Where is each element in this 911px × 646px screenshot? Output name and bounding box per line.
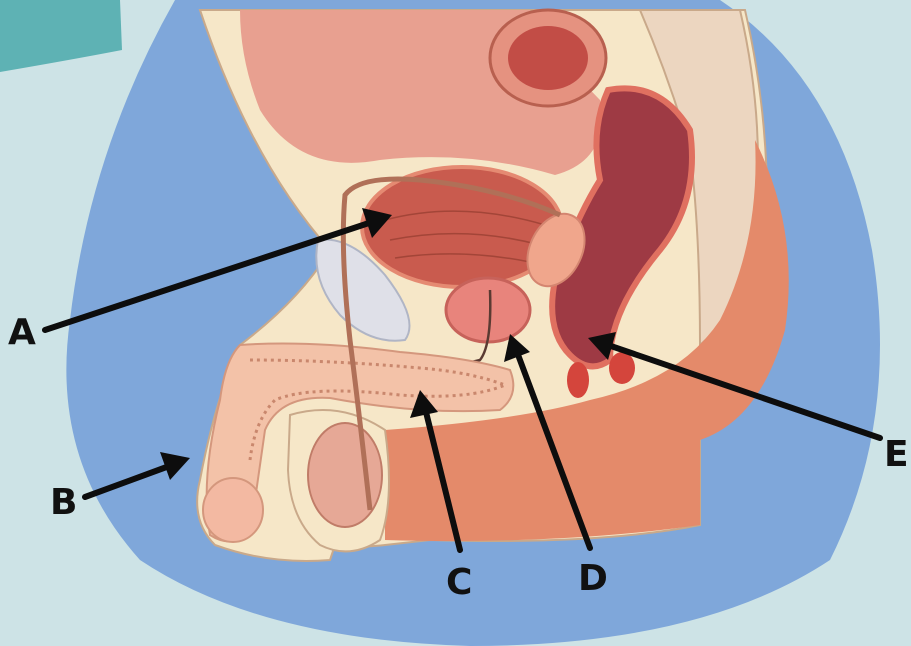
label-d: D	[578, 558, 608, 599]
label-b: B	[50, 482, 77, 523]
teal-corner-tab	[0, 0, 122, 72]
sphincter-right	[609, 352, 635, 384]
sphincter-left	[567, 362, 589, 398]
label-a: A	[8, 312, 36, 353]
intestine-lumen	[508, 26, 588, 90]
glans	[203, 478, 263, 542]
label-c: C	[446, 562, 472, 603]
label-e: E	[884, 434, 909, 475]
testis	[308, 423, 382, 527]
